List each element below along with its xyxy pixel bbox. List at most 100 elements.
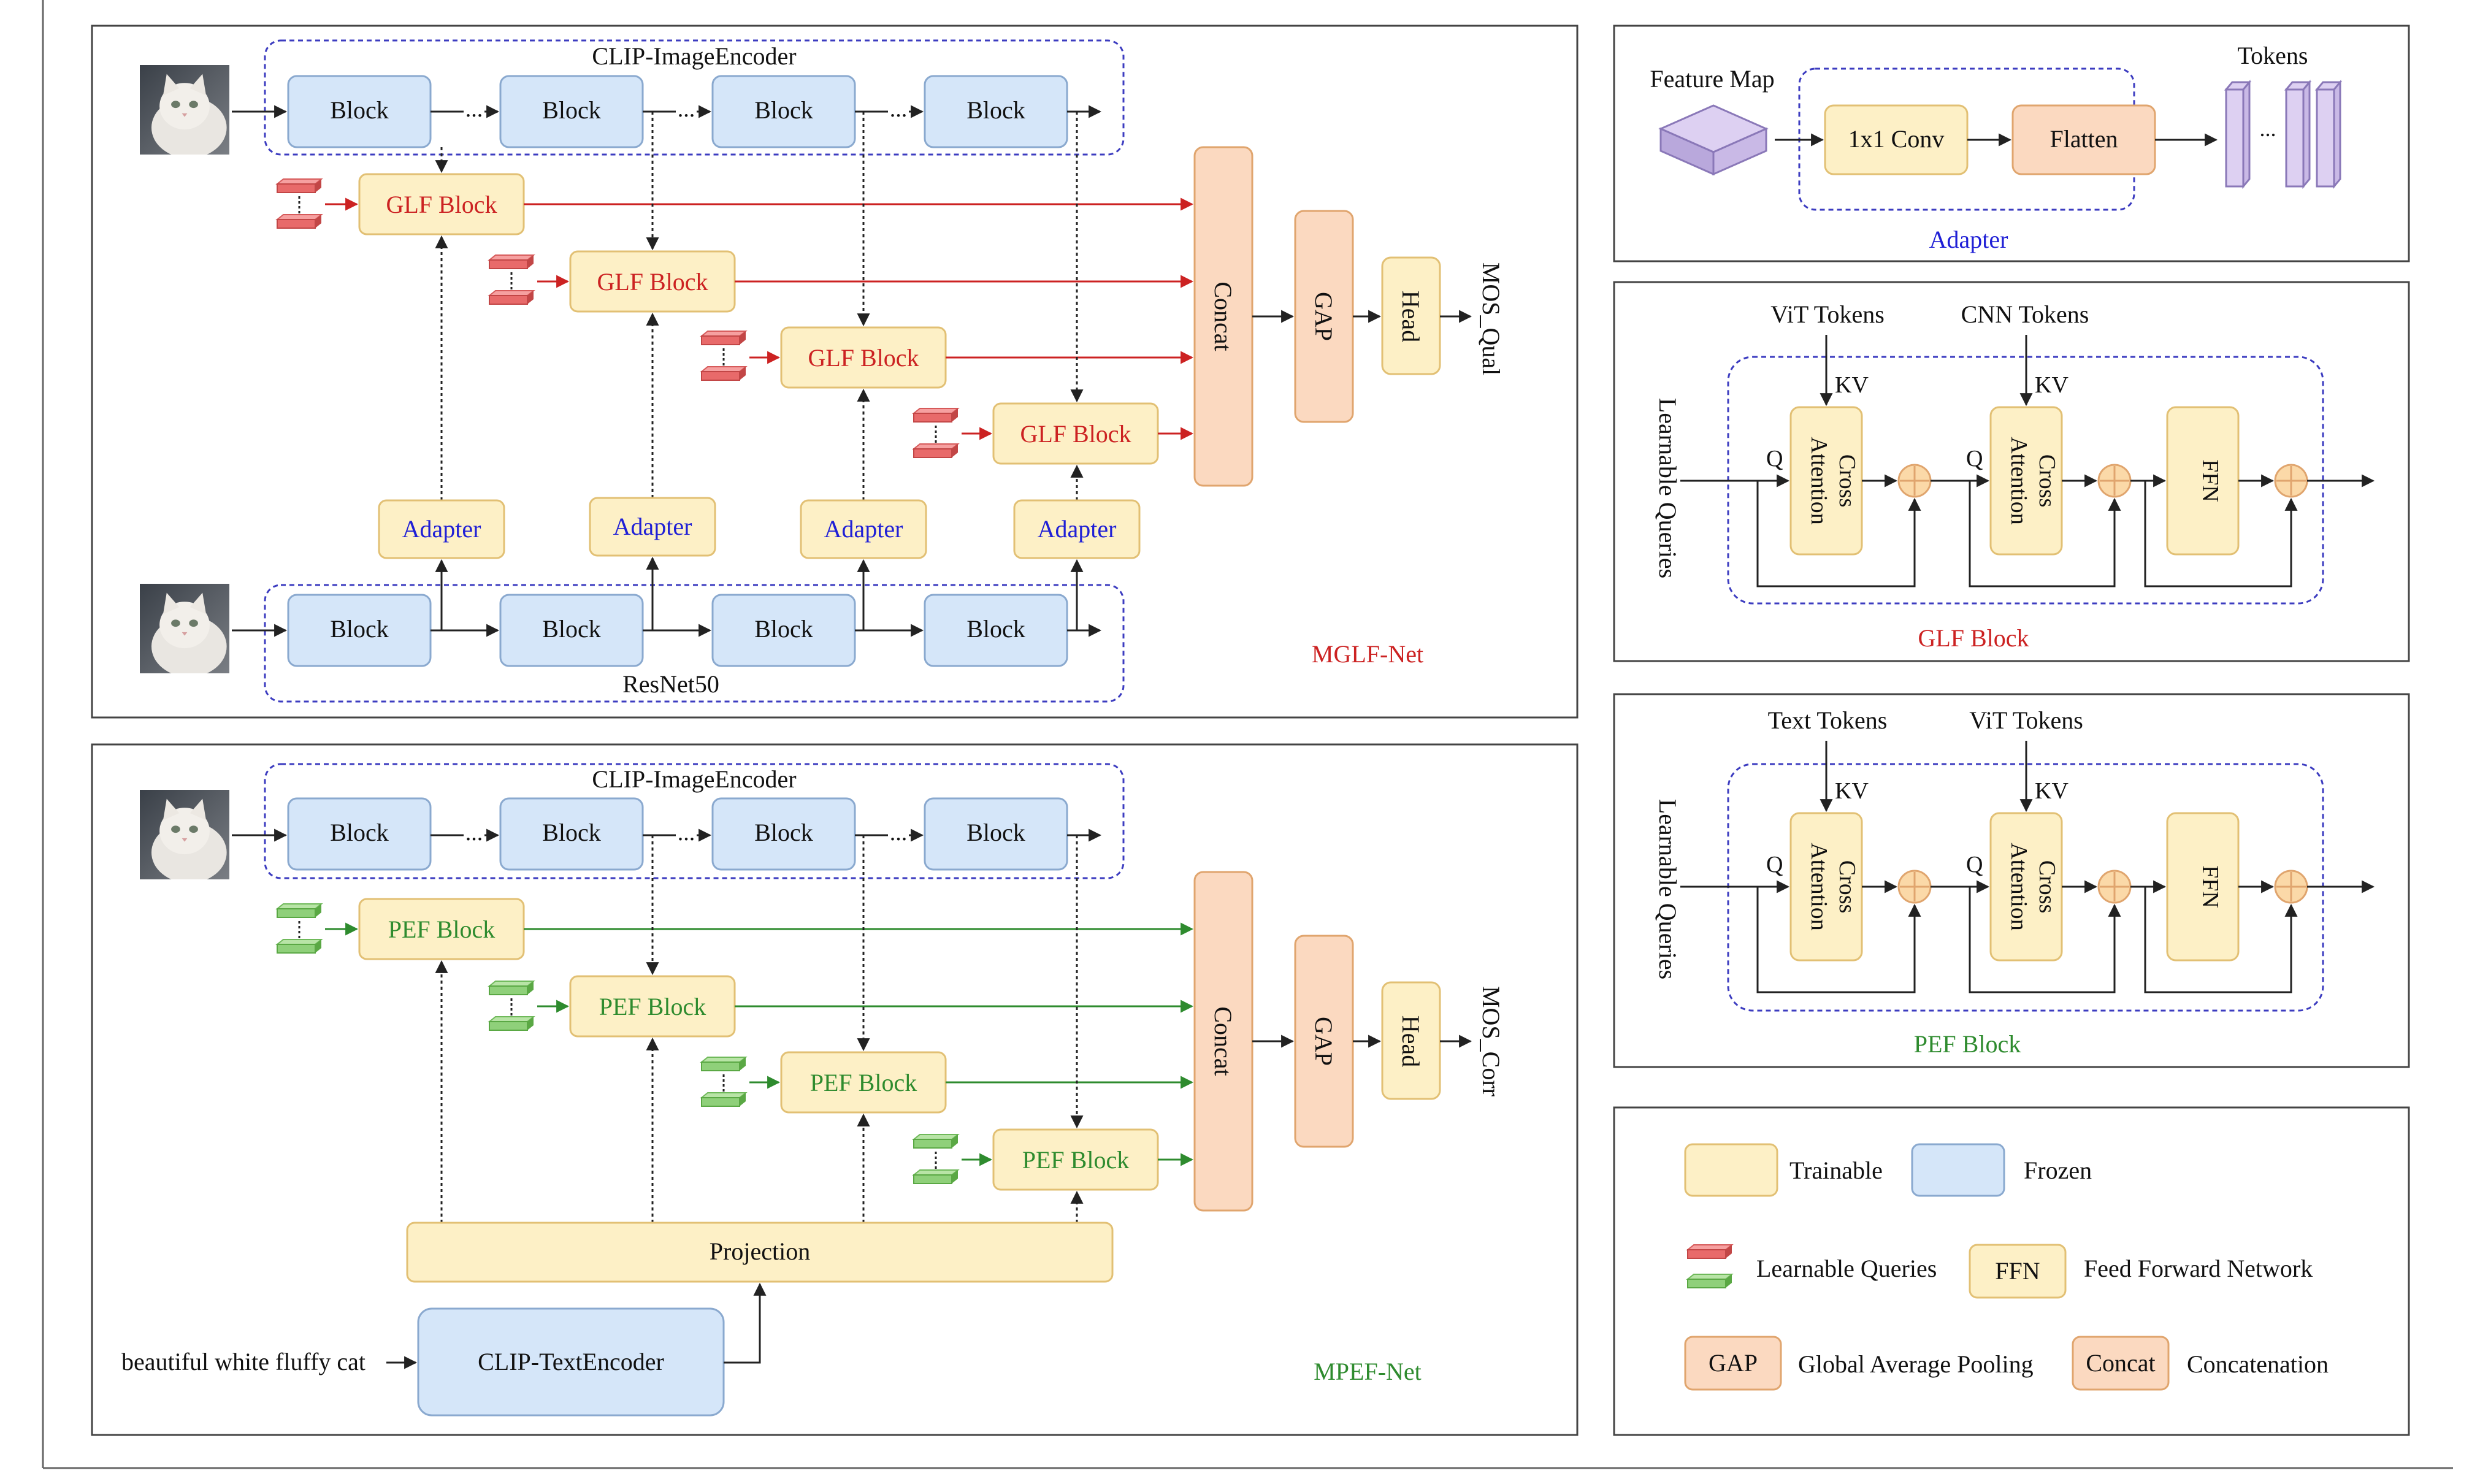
mglf-panel bbox=[91, 25, 1579, 719]
pef-block-1-label: PEF Block bbox=[388, 916, 495, 943]
pef-q-2: Q bbox=[1966, 852, 1983, 878]
clip-block-3-label: Block bbox=[754, 96, 813, 124]
glf-queries-label: Learnable Queries bbox=[1654, 398, 1682, 578]
cat-image bbox=[140, 584, 229, 673]
dots: ... bbox=[465, 96, 483, 122]
glf-block-3-label: GLF Block bbox=[808, 344, 919, 372]
gap-label: GAP bbox=[1310, 292, 1338, 341]
legend-concat-desc: Concatenation bbox=[2187, 1350, 2329, 1378]
learnable-queries-icon bbox=[275, 178, 323, 229]
concat-label: Concat bbox=[1209, 281, 1237, 351]
head-label: Head bbox=[1397, 291, 1425, 342]
adapter-panel bbox=[1613, 25, 2410, 262]
prompt-text: beautiful white fluffy cat bbox=[121, 1348, 365, 1375]
add-icon bbox=[2097, 870, 2132, 904]
mpef-panel bbox=[91, 743, 1579, 1436]
adapter-1-label: Adapter bbox=[402, 515, 481, 543]
clip-block-2-label: Block bbox=[542, 819, 601, 846]
pef-block-4-label: PEF Block bbox=[1022, 1146, 1129, 1174]
add-icon bbox=[1897, 464, 1932, 498]
adapter-1 bbox=[378, 499, 505, 559]
dots: ... bbox=[890, 96, 908, 122]
pef-cross-attn-2-line1: Cross bbox=[2034, 860, 2060, 914]
glf-input-cnn: CNN Tokens bbox=[1961, 300, 2089, 328]
resnet-block-2-label: Block bbox=[542, 615, 601, 643]
glf-cross-attn-2-line2: Attention bbox=[2006, 437, 2032, 525]
glf-block-1-label: GLF Block bbox=[386, 191, 497, 218]
tokens-icon bbox=[2224, 79, 2343, 189]
legend-trainable-swatch bbox=[1684, 1143, 1778, 1197]
clip-block-3 bbox=[711, 797, 856, 871]
gap-label: GAP bbox=[1310, 1017, 1338, 1066]
legend-gap-desc: Global Average Pooling bbox=[1798, 1350, 2034, 1378]
pef-kv-2: KV bbox=[2035, 778, 2069, 804]
legend-concat-box bbox=[2072, 1336, 2170, 1391]
outer-frame bbox=[42, 0, 2453, 1469]
dots: ... bbox=[678, 96, 695, 122]
pef-block-3-label: PEF Block bbox=[810, 1069, 917, 1096]
clip-block-4 bbox=[924, 797, 1068, 871]
adapter-3 bbox=[800, 499, 927, 559]
pef-cross-attn-1-line2: Attention bbox=[1806, 843, 1832, 931]
adapter-2-label: Adapter bbox=[613, 513, 692, 540]
mglf-net-name: MGLF-Net bbox=[1312, 640, 1423, 668]
resnet-block-3-label: Block bbox=[754, 615, 813, 643]
concat-label: Concat bbox=[1209, 1006, 1237, 1076]
resnet-block-4-label: Block bbox=[966, 615, 1025, 643]
glf-input-vit: ViT Tokens bbox=[1770, 300, 1885, 328]
mglf-net: CLIP-ImageEncoder Block Block Block Bloc… bbox=[232, 39, 1505, 703]
learnable-queries-icon bbox=[1686, 1244, 1734, 1288]
glf-q-1: Q bbox=[1766, 446, 1783, 472]
glf-block-2-label: GLF Block bbox=[597, 268, 708, 296]
pef-kv-1: KV bbox=[1835, 778, 1869, 804]
learnable-queries-icon bbox=[700, 331, 748, 381]
feature-map-icon bbox=[1658, 104, 1769, 176]
projection-label: Projection bbox=[710, 1237, 810, 1265]
pef-ffn-label: FFN bbox=[2197, 865, 2223, 908]
add-icon bbox=[2274, 870, 2308, 904]
glf-kv-2: KV bbox=[2035, 372, 2069, 398]
clip-encoder-container bbox=[264, 39, 1125, 156]
tokens-dots: ... bbox=[2260, 117, 2276, 141]
legend-ffn-box bbox=[1969, 1244, 2067, 1299]
cat-image bbox=[140, 65, 229, 155]
pef-detail: Text Tokens ViT Tokens Learnable Queries… bbox=[1654, 706, 2375, 1058]
legend-concat-box-label: Concat bbox=[2086, 1349, 2155, 1377]
mos-corr-output: MOS_Corr bbox=[1477, 986, 1505, 1096]
learnable-queries-icon bbox=[488, 254, 535, 305]
pef-q-1: Q bbox=[1766, 852, 1783, 878]
glf-cross-attn-2-line1: Cross bbox=[2034, 454, 2060, 508]
clip-encoder-title: CLIP-ImageEncoder bbox=[592, 42, 796, 70]
add-icon bbox=[1897, 870, 1932, 904]
clip-encoder-container bbox=[264, 763, 1125, 879]
dots: ... bbox=[465, 820, 483, 846]
glf-q-2: Q bbox=[1966, 446, 1983, 472]
glf-cross-attn-1-line2: Attention bbox=[1806, 437, 1832, 525]
pef-caption: PEF Block bbox=[1914, 1030, 2021, 1058]
projection-box bbox=[406, 1222, 1114, 1283]
clip-encoder-title: CLIP-ImageEncoder bbox=[592, 765, 796, 793]
pef-queries-label: Learnable Queries bbox=[1654, 799, 1682, 979]
resnet-title: ResNet50 bbox=[622, 670, 719, 698]
mpef-net-name: MPEF-Net bbox=[1314, 1358, 1422, 1385]
pef-block-2-label: PEF Block bbox=[599, 993, 706, 1020]
adapter-detail: Feature Map 1x1 Conv Flatten Tokens bbox=[1650, 42, 2343, 253]
legend-ffn-box-label: FFN bbox=[1995, 1257, 2040, 1285]
add-icon bbox=[2274, 464, 2308, 498]
pef-cross-attn-2-line2: Attention bbox=[2006, 843, 2032, 931]
legend-queries-label: Learnable Queries bbox=[1756, 1255, 1937, 1282]
legend-frozen-label: Frozen bbox=[2024, 1157, 2092, 1184]
adapter-4-label: Adapter bbox=[1038, 515, 1117, 543]
legend-trainable-label: Trainable bbox=[1789, 1157, 1883, 1184]
clip-block-1-label: Block bbox=[330, 96, 389, 124]
adapter-2 bbox=[589, 497, 716, 557]
adapter-caption: Adapter bbox=[1929, 226, 2008, 253]
dots: ... bbox=[678, 820, 695, 846]
feature-map-label: Feature Map bbox=[1650, 65, 1774, 93]
legend-gap-box bbox=[1684, 1336, 1782, 1391]
pef-input-text: Text Tokens bbox=[1768, 706, 1888, 734]
learnable-queries-icon bbox=[912, 408, 960, 458]
legend: Trainable Frozen Learnable Queries FFN F… bbox=[1684, 1143, 2329, 1391]
glf-caption: GLF Block bbox=[1918, 624, 2029, 652]
glf-kv-1: KV bbox=[1835, 372, 1869, 398]
